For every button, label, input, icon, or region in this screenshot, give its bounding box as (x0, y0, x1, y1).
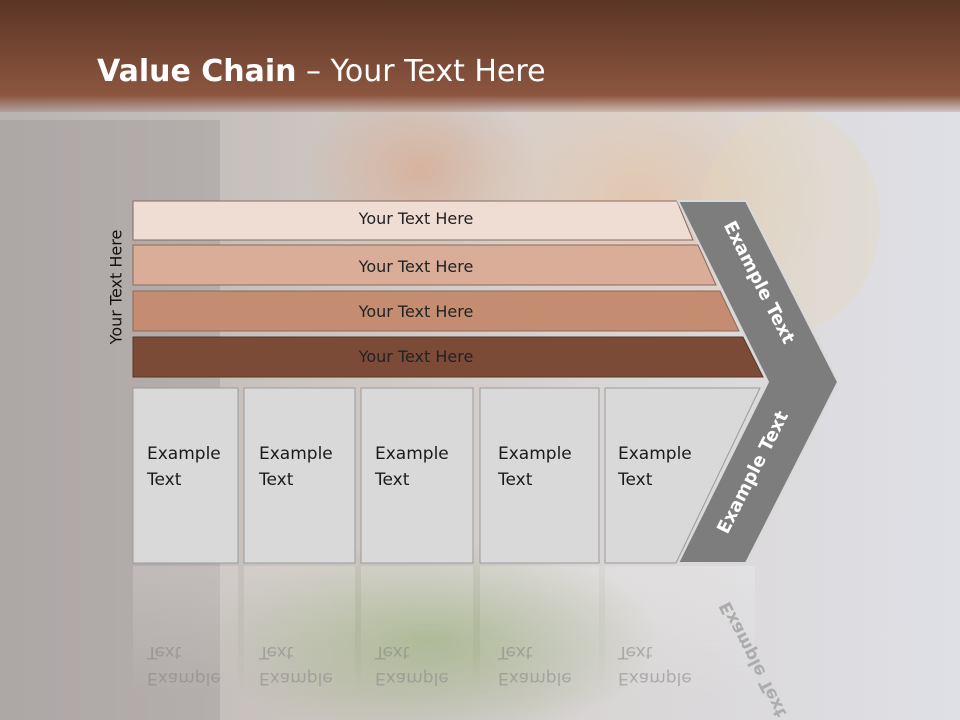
box-2-line1: Example (259, 444, 333, 464)
reflection-box-1-line1: Example (147, 668, 221, 688)
title-bar (0, 0, 960, 112)
row-label-1: Your Text Here (358, 209, 474, 228)
row-bar-2[interactable] (132, 244, 717, 286)
box-3-line2: Text (374, 470, 410, 490)
reflection-box-3-line1: Example (375, 668, 449, 688)
box-4-line1: Example (498, 444, 572, 464)
box-1-line1: Example (147, 444, 221, 464)
reflection-box-1-line2: Text (146, 642, 182, 662)
row-label-2: Your Text Here (358, 257, 474, 276)
box-3[interactable] (360, 387, 474, 564)
box-1[interactable] (132, 387, 239, 564)
slide-title-bold: Value Chain (97, 54, 297, 89)
box-1-line2: Text (146, 470, 182, 490)
row-bar-3[interactable] (132, 290, 740, 332)
row-group: Your Text Here Your Text Here Your Text … (132, 200, 764, 378)
box-4[interactable] (479, 387, 600, 564)
box-5-line2: Text (617, 470, 653, 490)
row-bar-4[interactable] (132, 336, 764, 378)
box-3-line1: Example (375, 444, 449, 464)
box-group: Example Text Example Text Example Text E… (132, 387, 761, 564)
reflection-box-4-line1: Example (498, 668, 572, 688)
box-2[interactable] (243, 387, 356, 564)
box-5-line1: Example (618, 444, 692, 464)
reflection-box-5-line1: Example (618, 668, 692, 688)
reflection: Example Text Example Text Example Text E… (133, 566, 791, 720)
reflection-box-4-line2: Text (497, 642, 533, 662)
slide-title: Value Chain – Your Text Here (97, 54, 546, 89)
reflection-box-2-line2: Text (258, 642, 294, 662)
reflection-box-3-line2: Text (374, 642, 410, 662)
row-label-4: Your Text Here (358, 347, 474, 366)
chevron-arrow[interactable] (676, 200, 840, 564)
slide-title-rest: – Your Text Here (296, 54, 546, 89)
box-5[interactable] (604, 387, 761, 564)
row-bar-1[interactable] (132, 200, 694, 241)
row-label-3: Your Text Here (358, 302, 474, 321)
reflection-box-5-line2: Text (617, 642, 653, 662)
box-4-line2: Text (497, 470, 533, 490)
reflection-box-2-line1: Example (259, 668, 333, 688)
box-2-line2: Text (258, 470, 294, 490)
